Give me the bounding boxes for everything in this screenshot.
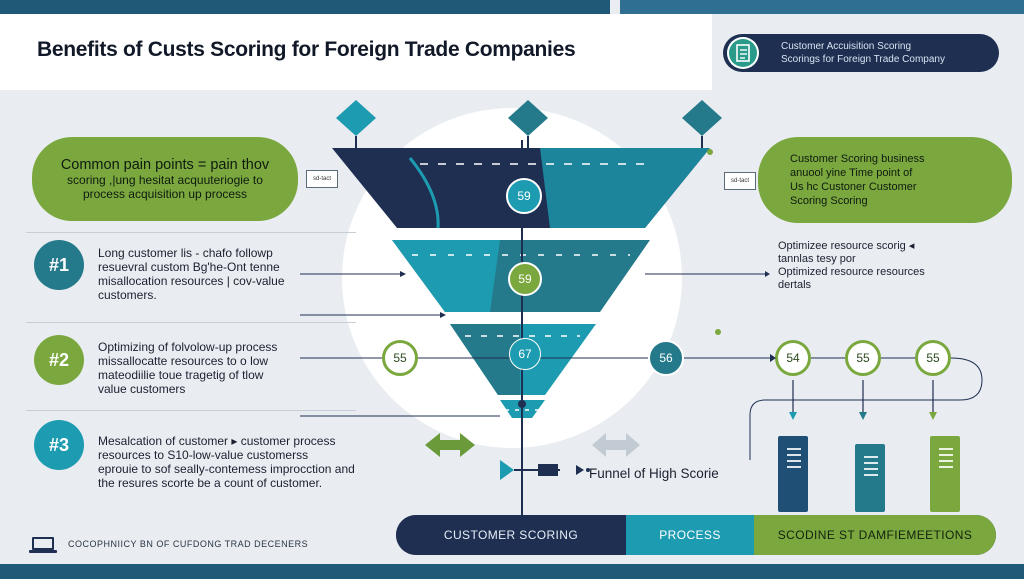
optimization-text: Optimizee resource scorig ◂ tannlas tesy… xyxy=(778,240,925,292)
row-2-line-1: Optimizing of folvolow-up process xyxy=(98,340,278,354)
row-3-line-4: the resures scorte be a count of custome… xyxy=(98,476,323,490)
value-circle-left: 55 xyxy=(382,340,418,376)
divider xyxy=(26,410,356,411)
row-number-3: #3 xyxy=(34,420,84,470)
row-3-line-1: Mesalcation of customer ▸ customer proce… xyxy=(98,434,336,448)
pain-points-line-3: process acquisition up process xyxy=(82,187,248,201)
solution-line-1: Customer Scoring business xyxy=(790,153,925,165)
funnel-stage-1-value: 59 xyxy=(506,178,542,214)
segment-process: PROCESS xyxy=(626,515,754,555)
bar-column-3 xyxy=(930,436,960,512)
diamond-icon xyxy=(682,100,722,136)
row-3-line-2: resources to S10-low-value customerss xyxy=(98,448,309,462)
page-title: Benefits of Custs Scoring for Foreign Tr… xyxy=(37,38,576,61)
row-number-2: #2 xyxy=(34,335,84,385)
row-2-text: Optimizing of folvolow-up process missal… xyxy=(98,340,277,396)
brand-badge: Customer Accuisition Scoring Scorings fo… xyxy=(723,34,999,72)
solution-line-3: Us hc Custoner Customer xyxy=(790,181,917,193)
laptop-icon xyxy=(29,537,57,553)
row-3-text: Mesalcation of customer ▸ customer proce… xyxy=(98,434,398,490)
top-stripe xyxy=(0,0,610,14)
row-2-line-3: mateodiilie toue tragetig of tlow xyxy=(98,368,264,382)
top-stripe-accent xyxy=(620,0,1024,14)
double-arrow-icon xyxy=(425,433,475,457)
row-3-line-3: eprouie to sof seally-contemess improcct… xyxy=(98,462,355,476)
header-band xyxy=(0,14,712,90)
bar-connectors xyxy=(690,354,983,460)
document-icon xyxy=(727,37,759,69)
bottom-stripe xyxy=(0,564,1024,579)
segment-dimensions: SCODINE ST DAMFIEMEETIONS xyxy=(754,515,996,555)
diamond-icon xyxy=(508,100,548,136)
value-circle-mid: 56 xyxy=(648,340,684,376)
bar-column-1 xyxy=(778,436,808,512)
pain-points-line-2: scoring ,|ung hesitat acquuteriogie to xyxy=(67,173,263,187)
solution-pill: Customer Scoring business anuool yine Ti… xyxy=(758,137,1012,223)
brand-line-2: Scorings for Foreign Trade Company xyxy=(781,54,945,65)
row-2-line-2: missallocatte resources to o low xyxy=(98,354,269,368)
value-circle-right-3: 55 xyxy=(915,340,951,376)
process-bar: CUSTOMER SCORING PROCESS SCODINE ST DAMF… xyxy=(396,515,996,555)
optimization-line-4: dertals xyxy=(778,279,812,291)
row-number-1: #1 xyxy=(34,240,84,290)
pain-points-pill: Common pain points = pain thov scoring ,… xyxy=(32,137,298,221)
divider xyxy=(26,232,356,233)
footer-text: COCOPHNIICY BN OF CUFDONG TRAD DECENERS xyxy=(68,539,309,549)
solution-line-2: anuool yine Time point of xyxy=(790,167,913,179)
row-1-text: Long customer lis - chafo followp resuev… xyxy=(98,246,285,302)
double-arrow-icon xyxy=(592,433,640,457)
funnel-stage-3-value: 67 xyxy=(509,338,541,370)
pain-tag: sd-tact xyxy=(306,170,338,188)
row-1-line-4: customers. xyxy=(98,288,157,302)
value-circle-right-2: 55 xyxy=(845,340,881,376)
optimization-line-3: Optimized resource resources xyxy=(778,266,925,278)
optimization-line-2: tannlas tesy por xyxy=(778,253,856,265)
row-1-line-3: misallocation resources | cov-value xyxy=(98,274,285,288)
funnel-label: Funnel of High Scorie xyxy=(589,466,719,481)
value-circle-right-1: 54 xyxy=(775,340,811,376)
solution-tag: sd-tact xyxy=(724,172,756,190)
row-2-line-4: value customers xyxy=(98,382,186,396)
solution-line-4: Scoring Scoring xyxy=(790,195,868,207)
funnel-stage-2-value: 59 xyxy=(508,262,542,296)
segment-customer-scoring: CUSTOMER SCORING xyxy=(396,515,626,555)
diamond-icon xyxy=(336,100,376,136)
pain-points-line-1: Common pain points = pain thov xyxy=(60,157,270,173)
bar-column-2 xyxy=(855,444,885,512)
row-1-line-2: resuevral custom Bg'he-Ont tenne xyxy=(98,260,280,274)
brand-line-1: Customer Accuisition Scoring xyxy=(781,41,912,52)
optimization-line-1: Optimizee resource scorig ◂ xyxy=(778,240,915,252)
divider xyxy=(26,322,356,323)
row-1-line-1: Long customer lis - chafo followp xyxy=(98,246,273,260)
